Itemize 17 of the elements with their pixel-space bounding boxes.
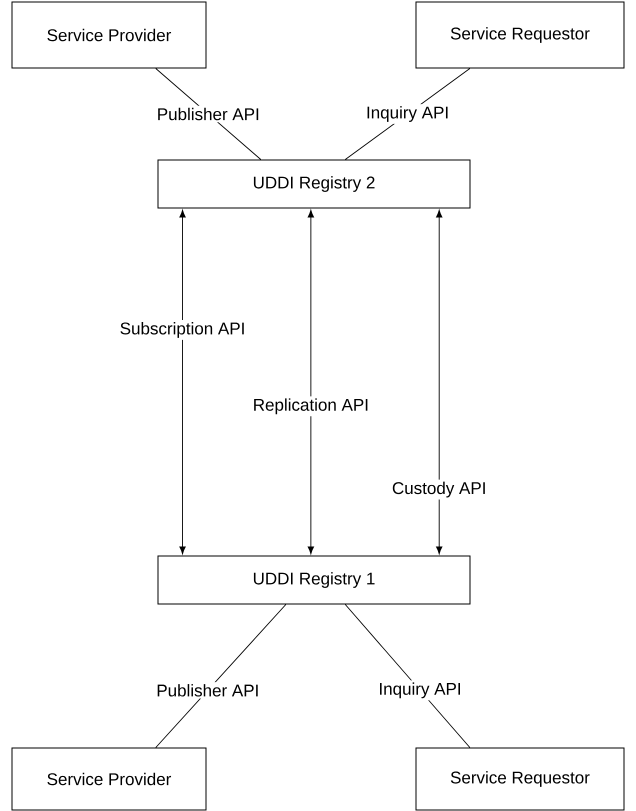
edge-label: Subscription API <box>118 320 248 340</box>
edge-label: Publisher API <box>154 682 262 699</box>
edge-label: Publisher API <box>154 106 262 122</box>
service-box: Service Provider <box>12 748 206 810</box>
service-box: UDDI Registry 2 <box>158 160 470 208</box>
edge-label: Custody API <box>390 480 488 500</box>
connector-line <box>155 604 286 748</box>
connector-line <box>179 210 186 554</box>
service-box: Service Provider <box>12 2 206 68</box>
service-box: Service Requestor <box>416 2 624 68</box>
connector-line <box>308 210 314 554</box>
edge-label: Replication API <box>250 396 371 416</box>
edge-label: Inquiry API <box>376 680 464 700</box>
service-box: Service Requestor <box>416 748 624 810</box>
connector-line <box>436 210 442 554</box>
edge-label: Inquiry API <box>364 104 452 124</box>
service-box: UDDI Registry 1 <box>158 556 470 604</box>
